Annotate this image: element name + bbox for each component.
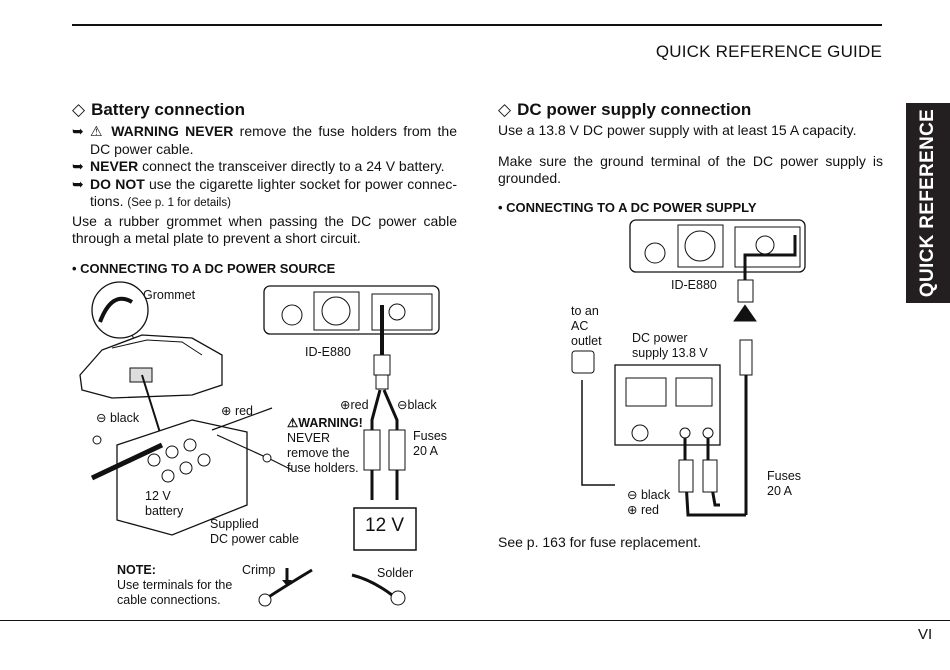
battery-title: ◇Battery connection — [72, 100, 246, 119]
red-terminal-label: ⊕ red — [221, 404, 254, 418]
battery-box-label: 12 V — [365, 515, 405, 536]
bottom-rule — [0, 620, 950, 621]
warning-label: ⚠WARNING! NEVER remove the fuse holders. — [287, 416, 363, 475]
fuse-replacement-note: See p. 163 for fuse replacement. — [498, 534, 702, 550]
black-terminal-label: ⊖ black — [96, 411, 140, 425]
dc-para-2: Make sure the ground terminal of the DC … — [498, 152, 883, 187]
diamond-icon: ◇ — [498, 100, 512, 119]
warning-bullet: ➥ ⚠ WARNING NEVER remove the fuse holder… — [72, 123, 458, 157]
warning-icon: ⚠ — [90, 123, 105, 139]
dc-supply-subheading: • CONNECTING TO A DC POWER SUPPLY — [498, 200, 757, 215]
solder-label: Solder — [377, 566, 414, 580]
side-tab: QUICK REFERENCE — [906, 103, 950, 303]
grommet-paragraph: Use a rubber grommet when passing the DC… — [72, 212, 457, 247]
never-bullet: ➥ NEVER connect the transceiver directly… — [72, 158, 445, 174]
red-label-right: ⊕ red — [627, 503, 660, 517]
warning-icon: ⚠ — [287, 416, 299, 430]
plus-red-label: ⊕red — [340, 398, 369, 412]
dc-supply-title: ◇DC power supply connection — [498, 100, 752, 119]
minus-black-label: ⊖black — [397, 398, 437, 412]
arrow-icon: ➥ — [72, 123, 84, 139]
radio-label-left: ID-E880 — [305, 345, 351, 359]
top-rule — [72, 24, 882, 26]
side-tab-label: QUICK REFERENCE — [917, 108, 938, 298]
crimp-label: Crimp — [242, 563, 276, 577]
dc-supply-section: ◇DC power supply connection Use a 13.8 V… — [498, 100, 883, 188]
arrow-icon: ➥ — [72, 158, 84, 174]
dc-supply-wiring-diagram — [571, 219, 806, 517]
grommet-label: Grommet — [143, 288, 196, 302]
arrow-icon: ➥ — [72, 175, 84, 192]
radio-label-right: ID-E880 — [671, 278, 717, 292]
page-header-title: QUICK REFERENCE GUIDE — [655, 42, 882, 61]
dc-para-1: Use a 13.8 V DC power supply with at lea… — [498, 122, 857, 138]
dc-power-source-subheading: • CONNECTING TO A DC POWER SOURCE — [72, 261, 336, 276]
battery-section: ◇Battery connection ➥ ⚠ WARNING NEVER re… — [72, 100, 457, 248]
battery-wiring-diagram — [79, 281, 440, 607]
page-number: VI — [918, 626, 933, 643]
diamond-icon: ◇ — [72, 100, 86, 119]
black-label-right: ⊖ black — [627, 488, 671, 502]
do-not-bullet: ➥ DO NOT use the cigarette lighter socke… — [72, 175, 458, 210]
